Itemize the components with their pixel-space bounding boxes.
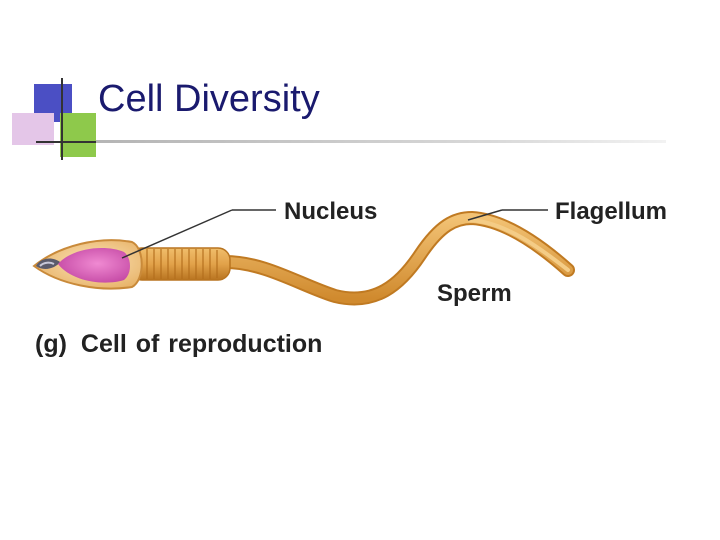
slide-title: Cell Diversity	[98, 78, 320, 120]
sperm-tail	[218, 210, 575, 306]
sperm-midpiece	[129, 247, 231, 281]
decor-vertical-line	[61, 78, 63, 160]
figure-caption: (g) Cell of reproduction	[35, 330, 322, 359]
flagellum-leader-line	[467, 209, 503, 221]
nucleus-leader-line	[121, 209, 233, 259]
title-underline	[96, 140, 666, 143]
decor-square-pink	[12, 113, 54, 145]
nucleus-shape	[58, 248, 130, 283]
decor-square-green	[60, 113, 96, 157]
sperm-head	[32, 239, 143, 290]
flagellum-label: Flagellum	[555, 198, 668, 225]
caption-text: Cell of reproduction	[80, 330, 323, 358]
decor-line-dark	[36, 141, 96, 143]
caption-letter: (g)	[35, 330, 67, 358]
sperm-label: Sperm	[437, 280, 512, 307]
nucleus-label: Nucleus	[284, 198, 378, 225]
